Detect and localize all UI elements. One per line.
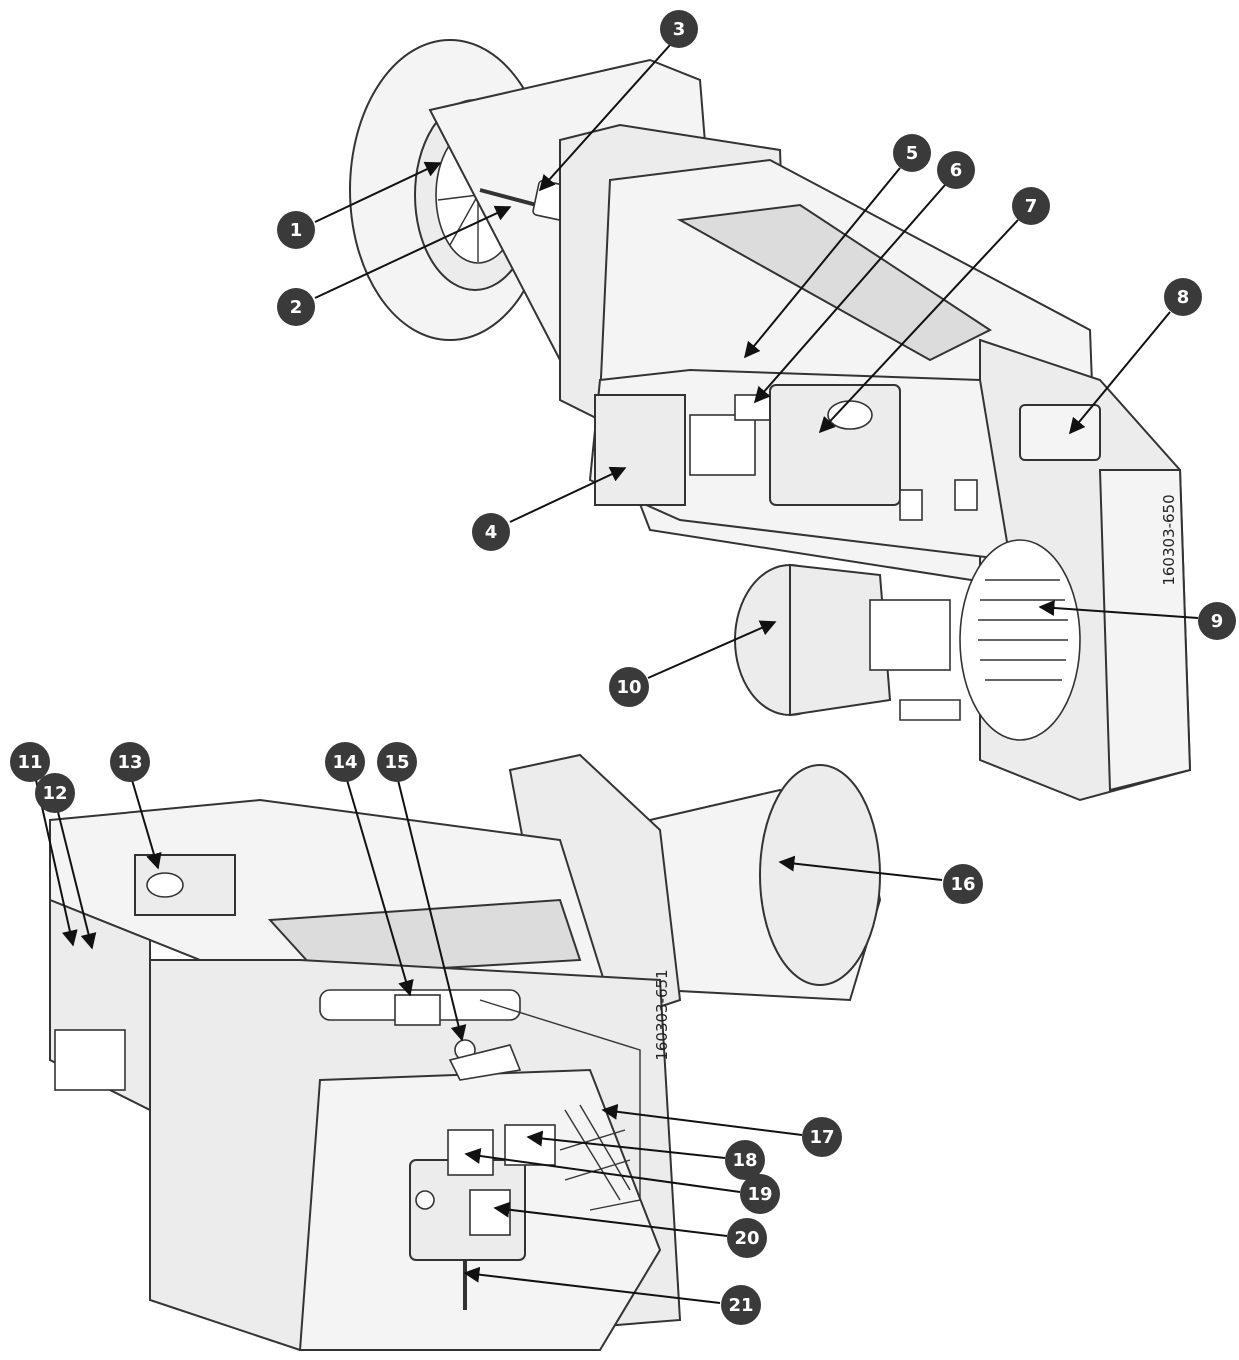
leader-14	[346, 779, 414, 997]
blast-tube-end	[759, 764, 881, 986]
adjust-lever	[394, 994, 441, 1026]
callout-3-label: 3	[673, 19, 686, 40]
leader-18	[526, 1130, 726, 1159]
leader-1	[314, 161, 442, 223]
leader-13	[131, 779, 162, 870]
air-scale	[448, 1044, 522, 1081]
callout-13: 13	[110, 742, 150, 782]
callout-17: 17	[802, 1117, 842, 1157]
leader-19	[464, 1148, 741, 1193]
callout-2: 2	[277, 288, 315, 326]
motor-bracket	[899, 699, 961, 721]
callout-12-label: 12	[42, 783, 67, 804]
callout-7: 7	[1012, 187, 1050, 225]
suction-line	[479, 999, 641, 1211]
callout-1-label: 1	[290, 220, 303, 241]
callout-21: 21	[721, 1285, 761, 1325]
figure-ref-bottom: 160303-651	[653, 969, 671, 1060]
callout-5: 5	[893, 134, 931, 172]
leader-10	[647, 620, 777, 679]
motor-body	[789, 563, 892, 717]
top-burner-illustration	[349, 39, 1192, 802]
callout-19-label: 19	[747, 1184, 772, 1205]
pump-solenoid	[447, 1129, 494, 1176]
leader-4	[509, 466, 627, 523]
callout-4-label: 4	[485, 522, 498, 543]
leader-7	[818, 219, 1019, 434]
leader-16	[778, 855, 943, 881]
motor-terminal	[869, 599, 951, 671]
leader-21	[463, 1266, 721, 1304]
air-damper-cover	[1019, 404, 1101, 461]
callout-2-label: 2	[290, 297, 303, 318]
callout-13-label: 13	[117, 752, 142, 773]
callout-12: 12	[35, 773, 75, 813]
leader-lines	[35, 44, 1199, 1304]
callout-8-label: 8	[1177, 287, 1190, 308]
figure-ref-top: 160303-650	[1160, 494, 1178, 585]
callout-3: 3	[660, 10, 698, 48]
reset-button-left	[146, 872, 184, 898]
leader-9	[1038, 600, 1199, 619]
leader-6	[753, 184, 946, 404]
callout-10-label: 10	[616, 677, 641, 698]
leader-2	[314, 205, 512, 299]
callout-20: 20	[727, 1218, 767, 1258]
callout-19: 19	[740, 1174, 780, 1214]
callout-6: 6	[937, 151, 975, 189]
callout-20-label: 20	[734, 1228, 759, 1249]
callout-15: 15	[377, 742, 417, 782]
indicator-lamp-a	[899, 489, 923, 521]
callout-10: 10	[609, 667, 649, 707]
leader-3	[538, 44, 671, 192]
terminal-block	[689, 414, 756, 476]
callout-18-label: 18	[732, 1150, 757, 1171]
callout-11-label: 11	[17, 752, 42, 773]
pressure-port	[415, 1190, 435, 1210]
leader-15	[397, 779, 467, 1042]
pump-plate	[469, 1189, 511, 1236]
ignition-transformer	[594, 394, 686, 506]
leader-17	[601, 1103, 803, 1136]
callout-16: 16	[943, 864, 983, 904]
callout-9-label: 9	[1211, 611, 1224, 632]
connector-block	[54, 1029, 126, 1091]
callout-14-label: 14	[332, 752, 357, 773]
fan-housing-side	[1098, 469, 1192, 792]
callout-11: 11	[10, 742, 50, 782]
callout-8: 8	[1164, 278, 1202, 316]
callout-6-label: 6	[950, 160, 963, 181]
callout-14: 14	[325, 742, 365, 782]
callout-16-label: 16	[950, 874, 975, 895]
callout-7-label: 7	[1025, 196, 1038, 217]
callout-4: 4	[472, 513, 510, 551]
callout-15-label: 15	[384, 752, 409, 773]
leader-12	[57, 811, 97, 950]
leader-20	[493, 1201, 728, 1237]
solenoid-valve	[504, 1124, 556, 1166]
callout-21-label: 21	[728, 1295, 753, 1316]
callout-9: 9	[1198, 602, 1236, 640]
leader-8	[1068, 311, 1171, 435]
bottom-burner-illustration	[49, 753, 882, 1352]
control-box	[769, 384, 901, 506]
indicator-lamp-b	[954, 479, 978, 511]
inspection-cover	[676, 203, 992, 362]
callout-18: 18	[725, 1140, 765, 1180]
inspection-cover-left	[267, 898, 582, 977]
callout-5-label: 5	[906, 143, 919, 164]
callout-1: 1	[277, 211, 315, 249]
callout-17-label: 17	[809, 1127, 834, 1148]
callouts: 1 2 3 4 5 6 7 8 9 10 11 12 13 14 15 16 1…	[10, 10, 1236, 1325]
leader-5	[743, 167, 901, 359]
fan-blades	[978, 579, 1068, 681]
